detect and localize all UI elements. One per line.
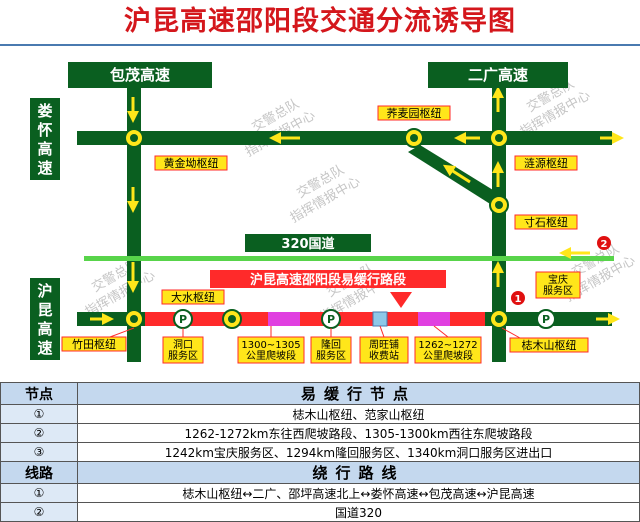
table-row: ② 1262-1272km东往西爬坡路段、1305-1300km西往东爬坡路段	[0, 423, 640, 443]
table-row: ① 梽木山枢纽↔二广、邵坪高速北上↔娄怀高速↔包茂高速↔沪昆高速	[0, 483, 640, 503]
info-table: 节点 易缓行节点 ① 梽木山枢纽、范家山枢纽 ② 1262-1272km东往西爬…	[0, 382, 640, 522]
svg-text:交警总队指挥情报中心: 交警总队指挥情报中心	[233, 92, 318, 160]
svg-text:交警总队指挥情报中心: 交警总队指挥情报中心	[278, 158, 363, 226]
svg-text:P: P	[179, 313, 187, 326]
erguang-expressway-road	[492, 86, 506, 362]
label-hub-zhutian: 竹田枢纽	[72, 337, 116, 351]
table-row: ③ 1242km宝庆服务区、1294km隆回服务区、1340km洞口服务区进出口	[0, 442, 640, 462]
section-pointer-arrow	[390, 292, 412, 308]
label-hub-qiaomaiyuan: 荞麦园枢纽	[387, 106, 442, 120]
hub-cunshi	[489, 195, 509, 215]
toll-marker	[372, 311, 388, 327]
parking-icon-longhui: P	[321, 309, 341, 329]
header-node-title: 易缓行节点	[77, 382, 640, 405]
table-row: ① 梽木山枢纽、范家山枢纽	[0, 404, 640, 424]
hub-zhutian	[124, 309, 144, 329]
baomao-expressway-road	[127, 86, 141, 362]
label-section: 沪昆高速邵阳段易缓行路段	[250, 272, 406, 288]
leader-lines	[109, 325, 521, 339]
table-header-routes: 线路 绕行路线	[0, 461, 640, 484]
label-facility-longhui: 隆回服务区	[316, 338, 346, 362]
service-area-icons: P P P	[173, 309, 556, 329]
label-hub-huangjinba: 黄金坳枢纽	[164, 156, 219, 170]
hub-baomao-north	[124, 128, 144, 148]
label-facility-zhouwangpu: 周旺铺收费站	[369, 338, 399, 362]
label-hub-cunshi: 寸石枢纽	[524, 215, 568, 229]
marker-2	[597, 236, 611, 250]
table-row: ② 国道320	[0, 502, 640, 522]
label-national-road: 320国道	[281, 236, 334, 252]
arrow-shaoping	[442, 164, 471, 184]
header-route-title: 绕行路线	[77, 461, 640, 484]
north-link-road	[77, 131, 612, 145]
numbered-markers: 1 2	[511, 236, 611, 305]
hub-lianyuan	[489, 128, 509, 148]
label-baomao: 包茂高速	[110, 66, 170, 84]
svg-text:1: 1	[515, 294, 522, 305]
hub-qiaomaiyuan	[404, 128, 424, 148]
hub-zhimushan	[489, 309, 509, 329]
label-hub-lianyuan: 涟源枢纽	[524, 156, 568, 170]
shaoping-expressway-road	[408, 145, 506, 214]
label-louhuai: 娄怀高速	[37, 102, 52, 177]
parking-icon-dongkou: P	[173, 309, 193, 329]
label-facility-dongkou: 洞口服务区	[168, 339, 198, 362]
label-hub-zhimushan: 梽木山枢纽	[522, 338, 577, 352]
parking-icon-baoqing: P	[536, 309, 556, 329]
label-hub-dashui: 大水枢纽	[171, 290, 215, 304]
hub-labels: 荞麦园枢纽 黄金坳枢纽 涟源枢纽 寸石枢纽 大水枢纽 竹田枢纽 梽木山枢纽	[61, 105, 589, 353]
traffic-map: 交警总队指挥情报中心 交警总队指挥情报中心 交警总队指挥情报中心 交警总队指挥情…	[0, 44, 640, 364]
header-route-label: 线路	[0, 461, 78, 484]
svg-text:P: P	[327, 313, 335, 326]
svg-text:交警总队指挥情报中心: 交警总队指挥情报中心	[73, 252, 158, 320]
label-hukun: 沪昆高速	[37, 282, 52, 357]
label-erguang: 二广高速	[468, 66, 528, 84]
map-title: 沪昆高速邵阳段交通分流诱导图	[0, 0, 640, 44]
hub-circles	[124, 128, 509, 329]
marker-1	[511, 291, 525, 305]
svg-text:P: P	[542, 313, 550, 326]
table-header-nodes: 节点 易缓行节点	[0, 382, 640, 405]
slope-segment-1	[268, 312, 300, 326]
slope-segment-2	[418, 312, 450, 326]
label-facility-baoqing: 宝庆服务区	[543, 273, 573, 297]
header-node-label: 节点	[0, 382, 78, 405]
flow-arrows	[90, 86, 624, 325]
svg-text:2: 2	[601, 239, 608, 250]
hub-dashui	[222, 309, 242, 329]
national-road-320	[84, 256, 614, 261]
